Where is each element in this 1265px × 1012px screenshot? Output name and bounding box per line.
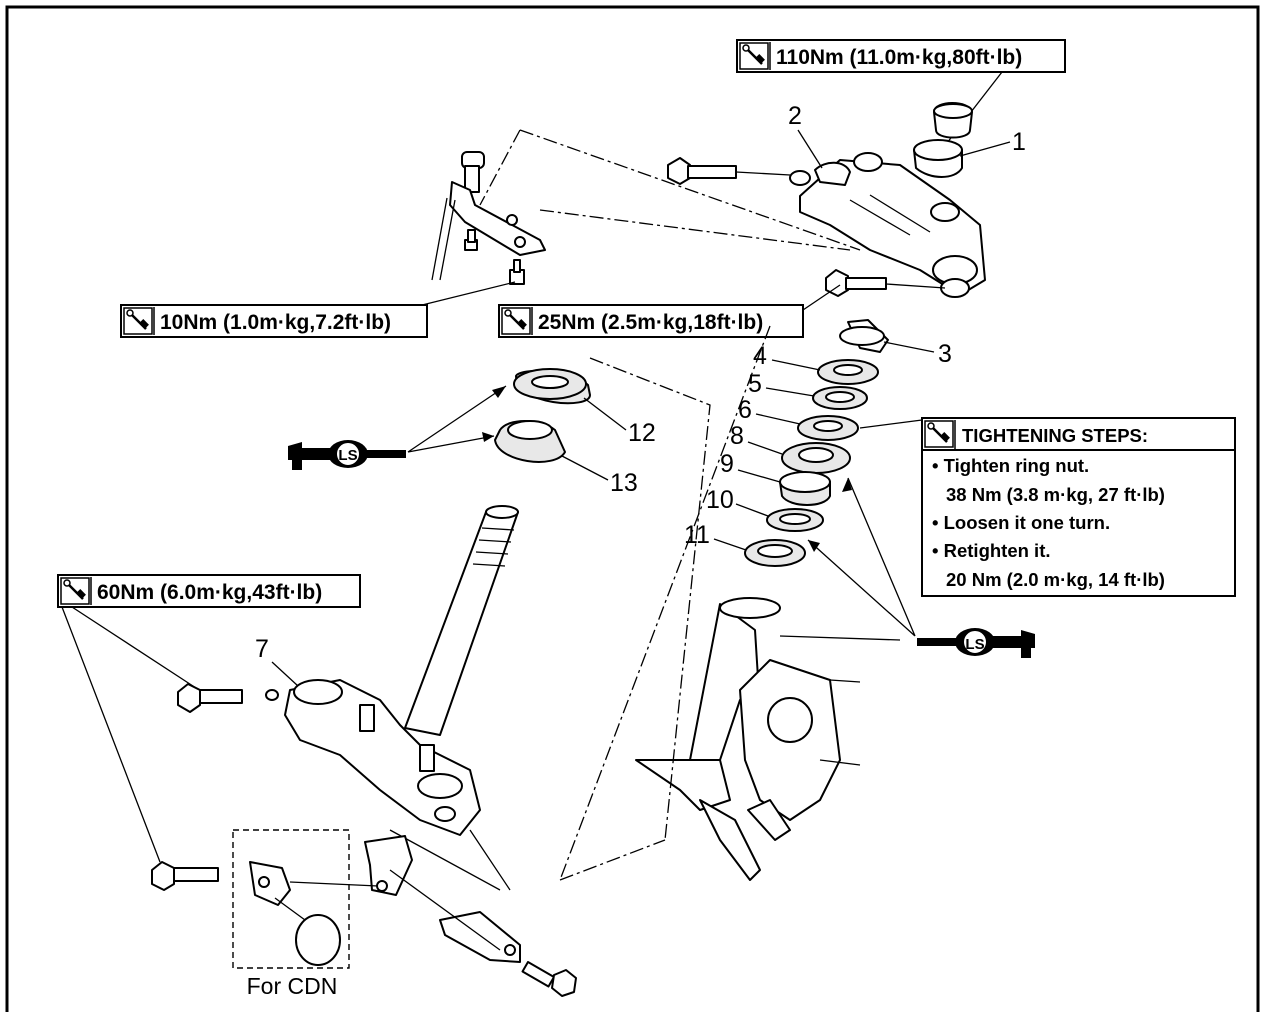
part-number: 1 — [1012, 128, 1026, 156]
pinch-bolt-lower-bracket — [177, 683, 279, 713]
bearing-13 — [494, 420, 566, 463]
ls-label: LS — [338, 447, 357, 464]
part-number: 13 — [610, 469, 638, 497]
torque-value-text: 25Nm (2.5m·kg,18ft·lb) — [538, 311, 763, 334]
step-line: 20 Nm (2.0 m·kg, 14 ft·lb) — [946, 569, 1165, 590]
lower-bolt-2 — [151, 861, 219, 891]
torque-value-text: 110Nm (11.0m·kg,80ft·lb) — [776, 46, 1022, 69]
bearing-race-11 — [744, 539, 806, 567]
cdn-clamp — [249, 861, 341, 966]
part-number: 6 — [738, 396, 752, 424]
torque-wrench-icon — [738, 41, 770, 71]
torque-wrench-icon — [500, 306, 532, 336]
steering-stem-nut — [913, 102, 973, 178]
head-pipe-frame — [635, 597, 901, 881]
torque-label-25nm: 25Nm (2.5m·kg,18ft·lb) — [498, 304, 804, 338]
part-number: 10 — [706, 486, 734, 514]
part-number: 9 — [720, 450, 734, 478]
page-border — [5, 5, 1260, 1012]
torque-wrench-icon — [59, 576, 91, 606]
step-line: • Retighten it. — [932, 540, 1051, 561]
cable-guide-bracket — [431, 151, 546, 285]
cdn-label: For CDN — [247, 973, 338, 999]
part-number-labels: 1 2 3 4 5 6 8 9 10 11 12 13 7 — [255, 102, 1026, 687]
pinch-bolt-upper — [667, 157, 791, 185]
small-screw-1 — [464, 229, 478, 251]
torque-label-10nm: 10Nm (1.0m·kg,7.2ft·lb) — [120, 304, 428, 338]
clamp-bolt — [521, 961, 577, 997]
part-number: 8 — [730, 422, 744, 450]
lower-bracket — [284, 679, 511, 891]
upper-bracket — [789, 152, 986, 298]
tightening-steps-box: TIGHTENING STEPS: • Tighten ring nut. 38… — [921, 417, 1236, 597]
torque-label-110nm: 110Nm (11.0m·kg,80ft·lb) — [736, 39, 1066, 73]
lock-washer-3 — [839, 319, 889, 353]
step-line: 38 Nm (3.8 m·kg, 27 ft·lb) — [946, 484, 1165, 505]
ball-bearing-10 — [766, 508, 824, 532]
torque-wrench-icon — [923, 419, 955, 449]
torque-value-text: 60Nm (6.0m·kg,43ft·lb) — [97, 581, 322, 604]
ls-label: LS — [965, 636, 984, 653]
cable-clamp-lower — [289, 835, 521, 963]
dust-seal-12 — [513, 368, 591, 405]
ring-nut-4 — [817, 359, 879, 385]
step-line: • Tighten ring nut. — [932, 455, 1089, 476]
pinch-bolt-lower — [825, 269, 946, 297]
part-number: 2 — [788, 102, 802, 130]
part-number: 4 — [753, 342, 767, 370]
torque-label-60nm: 60Nm (6.0m·kg,43ft·lb) — [57, 574, 361, 608]
part-number: 11 — [684, 521, 710, 549]
step-line: • Loosen it one turn. — [932, 512, 1110, 533]
bearing-race-9 — [779, 471, 831, 506]
part-number: 5 — [748, 370, 762, 398]
steering-stem — [404, 505, 519, 736]
torque-value-text: 10Nm (1.0m·kg,7.2ft·lb) — [160, 311, 391, 334]
ring-nut-6 — [797, 415, 859, 441]
part-number: 12 — [628, 419, 656, 447]
cdn-variant-box — [232, 829, 350, 969]
small-screw-2 — [509, 259, 525, 285]
part-number: 7 — [255, 635, 269, 663]
bearing-cover-8 — [781, 442, 851, 474]
part-number: 3 — [938, 340, 952, 368]
tightening-steps-title: TIGHTENING STEPS: — [962, 425, 1148, 446]
torque-wrench-icon — [122, 306, 154, 336]
rubber-washer-5 — [812, 386, 868, 410]
